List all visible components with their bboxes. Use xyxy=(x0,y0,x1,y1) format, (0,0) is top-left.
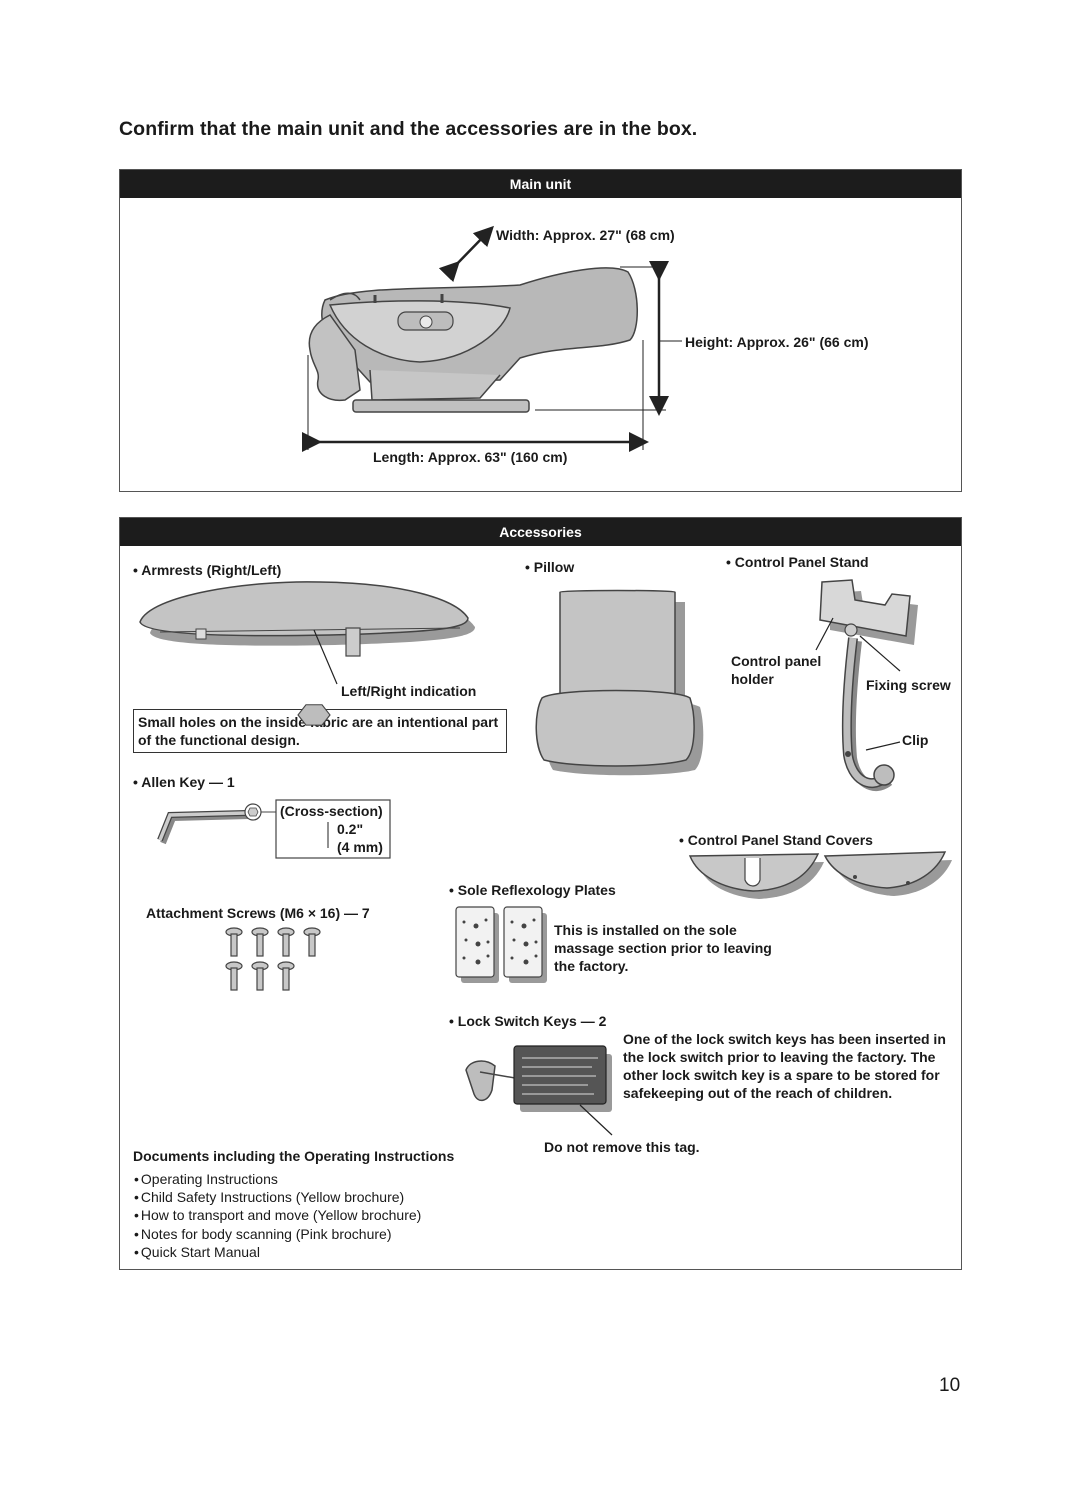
page-heading: Confirm that the main unit and the acces… xyxy=(119,118,698,140)
control-panel-holder-label-line1: Control panel xyxy=(731,653,822,669)
length-label: Length: Approx. 63" (160 cm) xyxy=(373,449,568,465)
document-item: Notes for body scanning (Pink brochure) xyxy=(134,1225,421,1243)
control-panel-stand-covers-label: • Control Panel Stand Covers xyxy=(679,832,873,848)
document-item: How to transport and move (Yellow brochu… xyxy=(134,1206,421,1224)
document-item: Quick Start Manual xyxy=(134,1243,421,1261)
documents-title: Documents including the Operating Instru… xyxy=(133,1148,455,1164)
attachment-screws-label: Attachment Screws (M6 × 16) — 7 xyxy=(146,905,370,921)
allen-key-label: • Allen Key — 1 xyxy=(133,774,235,790)
accessories-title: Accessories xyxy=(120,518,961,546)
armrests-label: • Armrests (Right/Left) xyxy=(133,562,282,578)
width-label: Width: Approx. 27" (68 cm) xyxy=(496,227,675,243)
document-item: Child Safety Instructions (Yellow brochu… xyxy=(134,1188,421,1206)
pillow-label: • Pillow xyxy=(525,559,575,575)
fixing-screw-label: Fixing screw xyxy=(866,677,951,693)
sole-plates-label: • Sole Reflexology Plates xyxy=(449,882,616,898)
document-item: Operating Instructions xyxy=(134,1170,421,1188)
clip-label: Clip xyxy=(902,732,929,748)
control-panel-stand-label: • Control Panel Stand xyxy=(726,554,869,570)
main-unit-section: Main unit xyxy=(119,169,962,492)
lock-switch-note: One of the lock switch keys has been ins… xyxy=(623,1031,946,1101)
height-label: Height: Approx. 26" (66 cm) xyxy=(685,334,869,350)
sole-plates-note: This is installed on the sole massage se… xyxy=(554,922,772,974)
page-number: 10 xyxy=(939,1375,961,1396)
main-unit-title: Main unit xyxy=(120,170,961,198)
cross-section-inch: 0.2" xyxy=(337,821,364,837)
documents-list: Operating Instructions Child Safety Inst… xyxy=(134,1170,421,1261)
do-not-remove-tag-label: Do not remove this tag. xyxy=(544,1139,700,1155)
small-holes-note: Small holes on the inside fabric are an … xyxy=(133,709,507,753)
cross-section-label: (Cross-section) xyxy=(280,803,383,819)
left-right-indication-label: Left/Right indication xyxy=(341,683,477,699)
cross-section-mm: (4 mm) xyxy=(337,839,383,855)
control-panel-holder-label-line2: holder xyxy=(731,671,774,687)
lock-switch-keys-label: • Lock Switch Keys — 2 xyxy=(449,1013,607,1029)
